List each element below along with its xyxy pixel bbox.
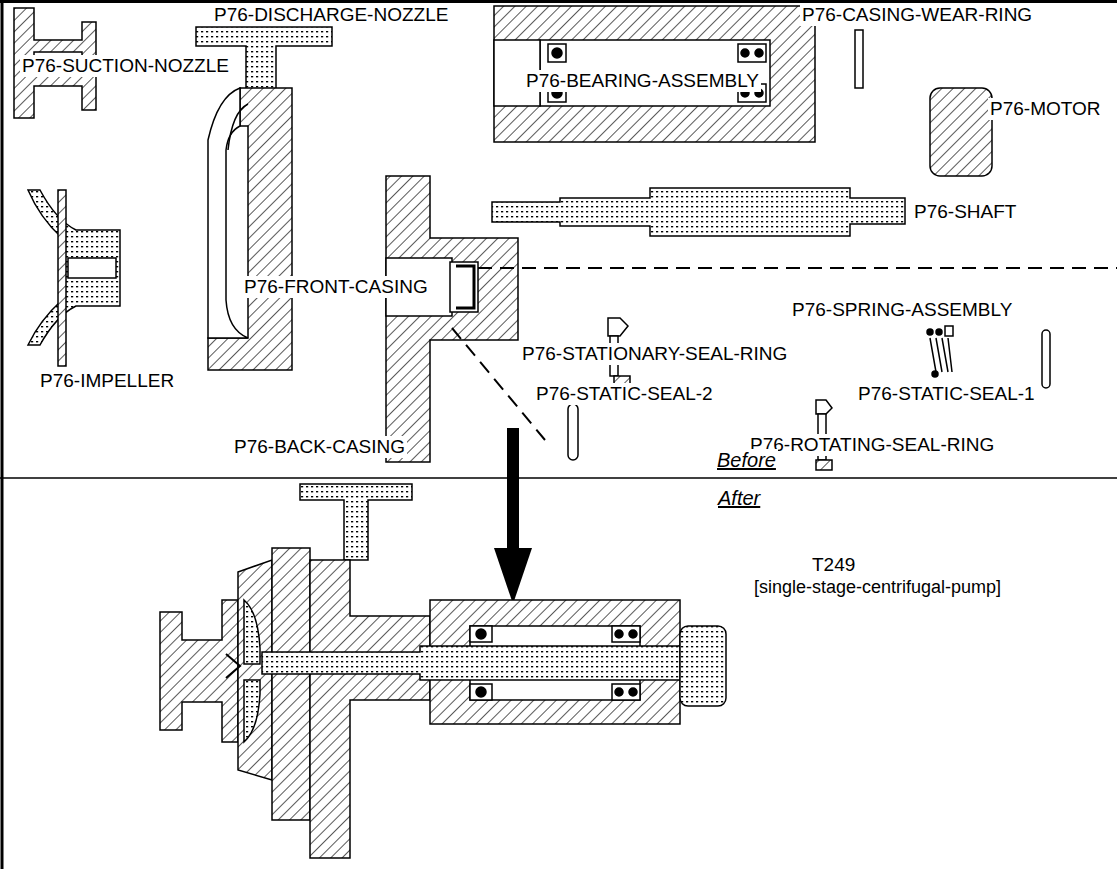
frame [0,0,1117,3]
part-label: [single-stage-centrifugal-pump] [752,577,1003,598]
assembled-pump [244,600,260,664]
impeller [58,190,66,366]
seal-parts [930,338,952,372]
seal-parts [936,329,942,335]
bearing-assembly [755,49,763,57]
assembled-pump [615,630,623,638]
assembled-pump [160,484,726,858]
assembled-pump [629,688,637,696]
assembled-pump [262,646,680,680]
assembly-arrow [494,428,532,604]
seal-parts [816,400,832,414]
assembled-pump [629,630,637,638]
seal-parts [927,329,933,335]
seal-parts [1042,330,1050,388]
assembled-pump [476,687,486,697]
leader-lines [452,268,1117,440]
back-casing [386,176,518,462]
part-label: P76-FRONT-CASING [242,276,430,298]
assembled-pump [160,600,238,742]
assembled-pump [226,654,240,678]
back-casing [456,266,474,308]
frame [1,0,4,869]
bearing-assembly [552,48,562,58]
part-label: P76-DISCHARGE-NOZZLE [212,4,450,26]
frame [0,477,1117,479]
assembled-pump [272,548,310,820]
front-casing [208,88,248,338]
front-casing [208,88,292,370]
back-casing [450,262,478,312]
assembled-pump [680,626,726,706]
assembled-pump [244,680,260,742]
bearing-assembly [741,49,749,57]
section-heading: Before [715,449,778,472]
casing-wear-ring [855,30,863,88]
assembled-pump [300,484,412,560]
section-heading: After [716,487,762,510]
bearing-assembly [548,44,566,62]
part-label: P76-SPRING-ASSEMBLY [790,299,1014,321]
part-label: P76-SUCTION-NOZZLE [20,55,231,77]
front-casing [228,104,248,150]
part-label: P76-MOTOR [988,98,1103,120]
part-label: P76-STATIC-SEAL-2 [534,383,715,405]
part-label: P76-ROTATING-SEAL-RING [748,434,996,456]
casing-wear-ring [855,30,863,88]
back-casing [386,176,518,462]
assembled-pump [615,688,623,696]
bearing-assembly [494,6,815,142]
impeller [28,190,120,366]
impeller [28,190,120,345]
shaft [492,188,905,236]
bearing-assembly [494,6,815,142]
assembled-pump [612,684,640,700]
part-label: P76-CASING-WEAR-RING [800,4,1034,26]
shaft [492,188,905,236]
part-label: P76-SHAFT [912,201,1018,223]
impeller [68,258,116,278]
part-label: P76-STATIONARY-SEAL-RING [520,343,789,365]
seal-parts [608,318,628,336]
leader-lines [478,267,1117,269]
part-label: P76-BEARING-ASSEMBLY [524,70,761,92]
part-label: P76-BACK-CASING [232,436,407,458]
assembled-pump [470,626,492,642]
part-label: P76-IMPELLER [38,370,176,392]
front-casing [208,88,292,370]
assembled-pump [612,626,640,642]
seal-parts [568,404,578,460]
bearing-assembly [738,44,766,62]
assembly-arrow [494,548,532,604]
assembled-pump [476,629,486,639]
part-label: P76-STATIC-SEAL-1 [856,383,1037,405]
assembled-pump [470,684,492,700]
seal-parts [945,326,953,336]
part-label: T249 [810,554,857,576]
motor [930,88,992,176]
seal-parts [932,371,938,377]
assembled-pump [310,560,430,858]
motor [930,88,992,176]
seal-parts [816,460,832,470]
assembly-arrow [507,428,519,552]
